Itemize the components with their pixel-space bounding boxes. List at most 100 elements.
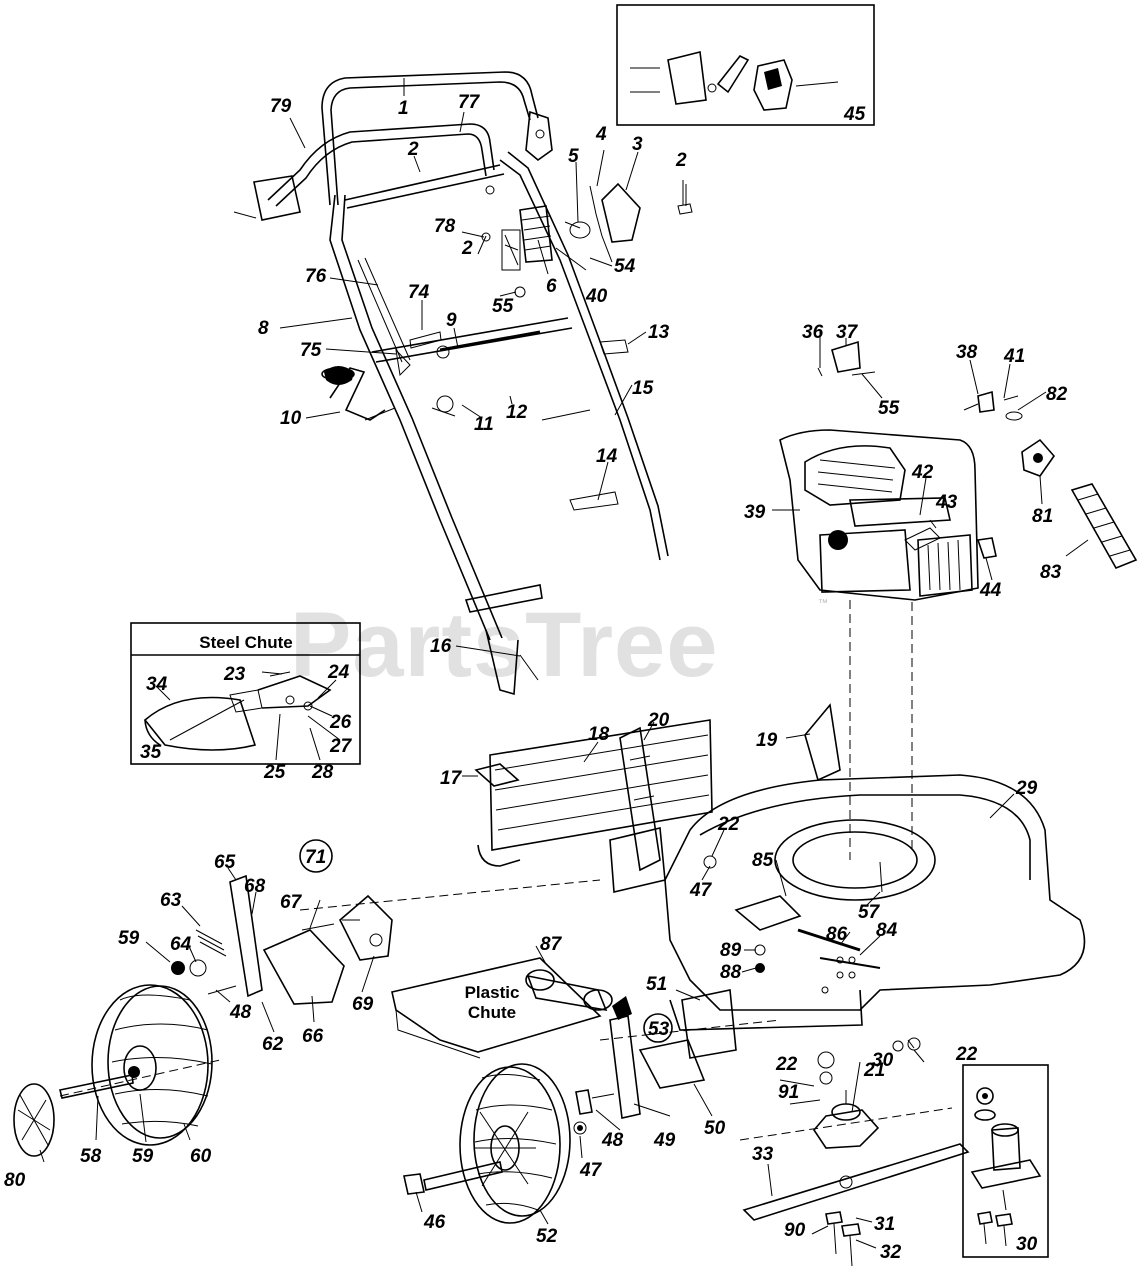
callout-83: 83 — [1040, 562, 1062, 583]
callout-36: 36 — [802, 322, 824, 343]
callout-19: 19 — [756, 730, 778, 751]
watermark-text: PartsTree — [290, 594, 718, 696]
callout-79: 79 — [270, 96, 292, 117]
blade-assembly — [739, 1037, 970, 1267]
callout-34: 34 — [146, 674, 168, 695]
plastic-chute-label-line1: Plastic — [465, 983, 520, 1002]
callout-59: 59 — [118, 928, 140, 949]
callout-24: 24 — [327, 662, 350, 683]
watermark-trademark: ™ — [818, 598, 828, 609]
callout-76: 76 — [305, 266, 327, 287]
callout-14: 14 — [596, 446, 618, 467]
steel-chute-inset-box — [130, 622, 361, 765]
callout-78: 78 — [434, 216, 456, 237]
callout-42: 42 — [911, 462, 934, 483]
callout-45: 45 — [843, 104, 866, 125]
steel-chute-title: Steel Chute — [199, 633, 293, 652]
callout-69: 69 — [352, 994, 374, 1015]
callout-57: 57 — [858, 902, 881, 923]
callout-82: 82 — [1046, 384, 1068, 405]
callout-26: 26 — [329, 712, 352, 733]
callout-labels: 1 77 79 2 4 3 5 2 78 2 54 76 6 40 55 74 … — [4, 92, 1068, 1263]
callout-12: 12 — [506, 402, 528, 423]
callout-23: 23 — [223, 664, 246, 685]
inset-box-30 — [962, 1064, 1049, 1258]
callout-17: 17 — [440, 768, 463, 789]
callout-22-right: 22 — [955, 1044, 978, 1065]
callout-55: 55 — [492, 296, 514, 317]
callout-84: 84 — [876, 920, 898, 941]
callout-39: 39 — [744, 502, 766, 523]
callout-64: 64 — [170, 934, 192, 955]
callout-75: 75 — [300, 340, 322, 361]
callout-63: 63 — [160, 890, 182, 911]
callout-66: 66 — [302, 1026, 324, 1047]
callout-49: 49 — [653, 1130, 676, 1151]
callout-3: 3 — [632, 134, 643, 155]
callout-1: 1 — [398, 98, 409, 119]
callout-50: 50 — [704, 1118, 726, 1139]
callout-13: 13 — [648, 322, 670, 343]
callout-47-front: 47 — [579, 1160, 603, 1181]
callout-6: 6 — [546, 276, 557, 297]
callout-40: 40 — [585, 286, 608, 307]
callout-30: 30 — [872, 1050, 894, 1071]
callout-2-mid: 2 — [461, 238, 473, 259]
callout-48: 48 — [229, 1002, 252, 1023]
upper-handle-assembly — [233, 71, 693, 696]
callout-44: 44 — [979, 580, 1002, 601]
callout-2-right: 2 — [675, 150, 687, 171]
callout-68: 68 — [244, 876, 266, 897]
wheel-assembly — [13, 839, 781, 1224]
callout-67: 67 — [280, 892, 303, 913]
callout-35: 35 — [140, 742, 162, 763]
callout-11: 11 — [474, 414, 494, 435]
engine-assembly — [779, 340, 1138, 860]
callout-47: 47 — [689, 880, 713, 901]
callout-81: 81 — [1032, 506, 1053, 527]
callout-30-inset: 30 — [1016, 1234, 1038, 1255]
callout-71: 71 — [305, 847, 326, 868]
callout-55-engine: 55 — [878, 398, 900, 419]
leader-lines — [39, 78, 1089, 1249]
callout-25: 25 — [263, 762, 286, 783]
callout-38: 38 — [956, 342, 978, 363]
callout-54: 54 — [614, 256, 636, 277]
callout-22: 22 — [717, 814, 740, 835]
callout-21: 21 — [863, 1060, 885, 1081]
callout-46: 46 — [423, 1212, 446, 1233]
callout-90: 90 — [784, 1220, 806, 1241]
inset-30-parts — [970, 1087, 1042, 1247]
callout-16: 16 — [430, 636, 452, 657]
callout-32: 32 — [880, 1242, 902, 1263]
callout-53: 53 — [648, 1019, 670, 1040]
callout-51: 51 — [646, 974, 667, 995]
callout-43: 43 — [935, 492, 958, 513]
callout-58: 58 — [80, 1146, 102, 1167]
callout-80: 80 — [4, 1170, 26, 1191]
callout-86: 86 — [826, 924, 848, 945]
callout-28: 28 — [311, 762, 334, 783]
callout-85: 85 — [752, 850, 774, 871]
callout-27: 27 — [329, 736, 353, 757]
callout-33: 33 — [752, 1144, 774, 1165]
callout-20: 20 — [647, 710, 670, 731]
callout-65: 65 — [214, 852, 236, 873]
callout-89: 89 — [720, 940, 742, 961]
callout-41: 41 — [1003, 346, 1025, 367]
callout-48-front: 48 — [601, 1130, 624, 1151]
mower-deck-assembly — [474, 703, 1086, 1031]
callout-91: 91 — [778, 1082, 799, 1103]
callout-74: 74 — [408, 282, 430, 303]
callout-10: 10 — [280, 408, 302, 429]
inset-45-parts — [630, 51, 839, 111]
callout-22-low: 22 — [775, 1054, 798, 1075]
callout-37: 37 — [836, 322, 859, 343]
callout-29: 29 — [1015, 778, 1038, 799]
callout-31: 31 — [874, 1214, 895, 1235]
callout-9: 9 — [446, 310, 457, 331]
callout-77: 77 — [458, 92, 481, 113]
callout-62: 62 — [262, 1034, 284, 1055]
callout-5: 5 — [568, 146, 579, 167]
